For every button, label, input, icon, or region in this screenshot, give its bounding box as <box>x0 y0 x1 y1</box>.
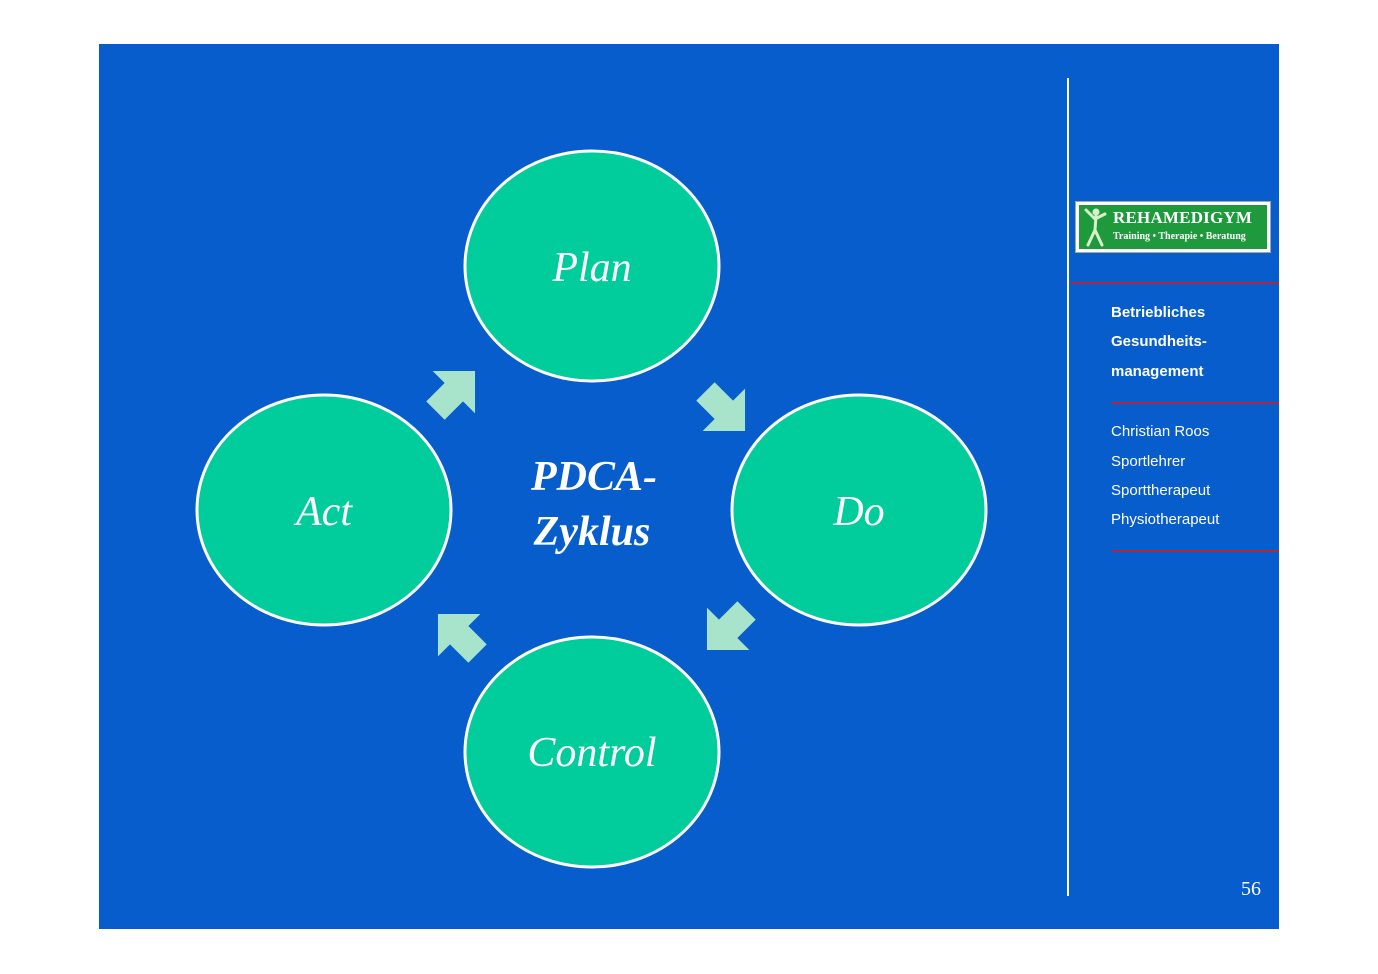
athlete-figure-icon <box>1084 208 1107 247</box>
author-name: Christian Roos <box>1111 423 1210 440</box>
node-do-label: Do <box>832 489 884 535</box>
logo-name: REHAMEDIGYM <box>1113 208 1253 227</box>
page-number: 56 <box>1241 878 1261 900</box>
logo-background: REHAMEDIGYM Training • Therapie • Beratu… <box>1079 205 1267 249</box>
arrow-control-to-act <box>437 613 487 663</box>
rehamedigym-logo: REHAMEDIGYM Training • Therapie • Beratu… <box>1075 201 1271 253</box>
center-title-line-2: Zyklus <box>533 509 651 555</box>
section-line-3: management <box>1111 363 1204 380</box>
vertical-divider <box>1067 78 1069 896</box>
section-line-1: Betriebliches <box>1111 304 1206 321</box>
pdca-diagram: Plan Do Control Act PDCA- Zyklus <box>195 149 988 869</box>
node-do <box>730 393 988 627</box>
divider-bottom <box>1111 550 1279 552</box>
logo-tagline: Training • Therapie • Beratung <box>1113 231 1246 242</box>
arrow-do-to-control <box>706 601 756 651</box>
arrow-act-to-plan <box>426 370 476 420</box>
section-line-2: Gesundheits- <box>1111 333 1207 350</box>
center-title-line-1: PDCA- <box>530 454 657 500</box>
author-title-1: Sportlehrer <box>1111 453 1186 470</box>
node-control <box>463 635 721 869</box>
node-act-label: Act <box>293 489 353 535</box>
node-plan <box>463 149 721 383</box>
divider-middle <box>1111 402 1279 404</box>
slide: Plan Do Control Act PDCA- Zyklus REHAMED… <box>99 44 1279 929</box>
node-control-label: Control <box>527 730 656 776</box>
author-title-2: Sporttherapeut <box>1111 482 1211 499</box>
arrow-plan-to-do <box>696 382 746 432</box>
divider-top <box>1071 282 1279 284</box>
node-plan-label: Plan <box>551 245 631 291</box>
author-title-3: Physiotherapeut <box>1111 511 1220 528</box>
node-act <box>195 393 453 627</box>
